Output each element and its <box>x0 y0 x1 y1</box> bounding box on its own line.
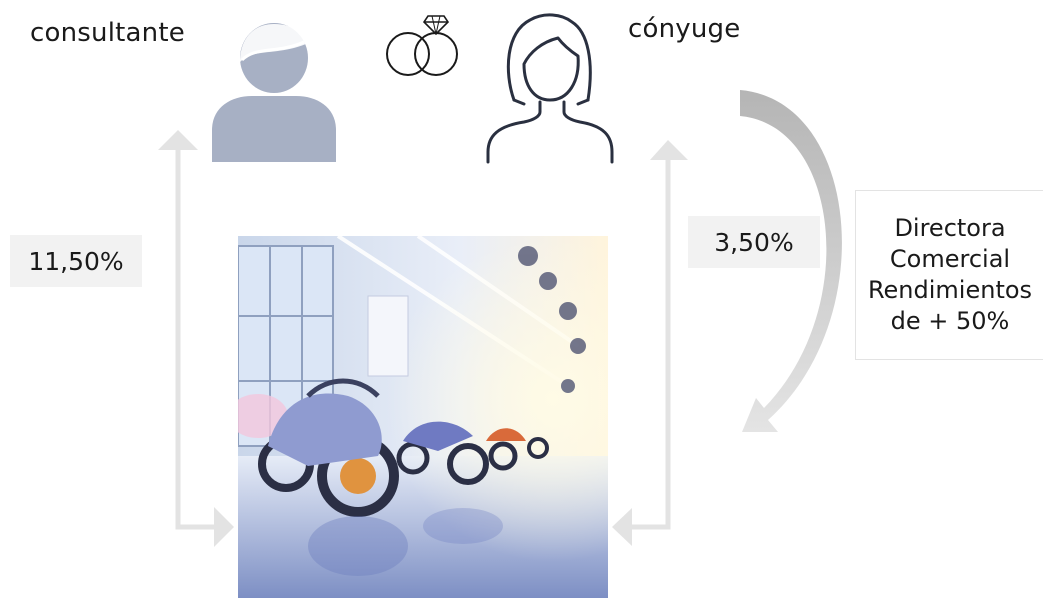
spouse-percentage: 3,50% <box>714 227 794 257</box>
director-line-2: Comercial <box>889 245 1011 273</box>
female-user-icon <box>486 13 614 164</box>
curved-arrow <box>740 90 842 432</box>
director-line-3: Rendimientos <box>867 276 1033 304</box>
right-arrow-head-up <box>650 140 688 160</box>
consultant-label: consultante <box>30 18 185 48</box>
consultant-percentage: 11,50% <box>28 246 124 276</box>
wedding-rings-icon <box>386 15 458 76</box>
left-arrow-head-right <box>214 507 234 547</box>
director-line-1: Directora <box>894 214 1006 242</box>
director-box: Directora Comercial Rendimientos de + 50… <box>855 190 1043 360</box>
male-user-icon <box>212 23 336 162</box>
consultant-percentage-box: 11,50% <box>10 235 142 287</box>
spouse-percentage-box: 3,50% <box>688 216 820 268</box>
spouse-label: cónyuge <box>628 14 741 44</box>
right-arrow-head-left <box>612 508 632 546</box>
left-arrow-head-up <box>158 130 198 150</box>
left-arrow <box>175 146 216 530</box>
motorcycle-showroom-image <box>238 236 608 598</box>
director-line-4: de + 50% <box>890 307 1010 335</box>
right-arrow <box>630 156 671 530</box>
